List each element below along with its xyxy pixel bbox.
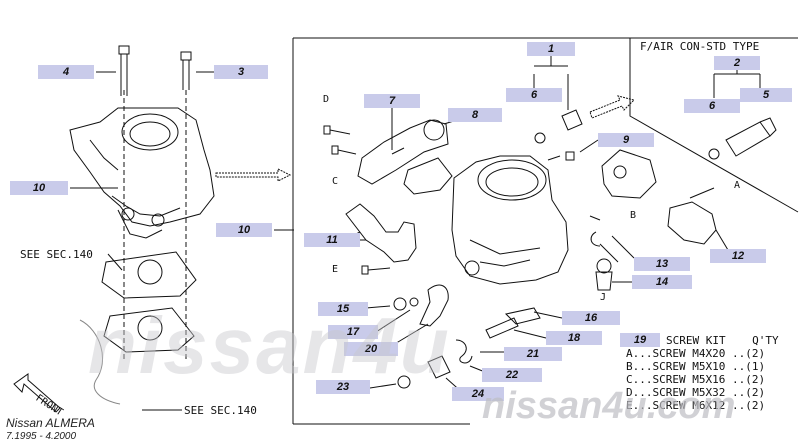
letter-b: B [630, 210, 637, 221]
callout-11: 11 [304, 233, 360, 247]
callout-24: 24 [452, 387, 504, 401]
rod-14-icon [595, 258, 613, 291]
callout-14: 14 [632, 275, 692, 289]
throttle-position-sensor-icon [357, 119, 449, 185]
bracket-11-icon [345, 203, 417, 263]
washer-17-icon [409, 297, 419, 307]
bolt-4-icon [118, 45, 130, 96]
gasket-8-icon [403, 157, 453, 195]
clip-13-icon [590, 231, 601, 247]
callout-12: 12 [710, 249, 766, 263]
rod-18-icon [485, 317, 519, 339]
callout-23: 23 [316, 380, 370, 394]
gasket-lower-icon [103, 307, 195, 353]
link-16-icon [504, 307, 541, 325]
screw-kit-row: C...SCREW M5X16 ..(2) [626, 373, 766, 386]
watermark-site: nissan4u.com [482, 385, 736, 427]
screw-c-icon [331, 145, 357, 155]
nut-23-icon [397, 375, 411, 389]
screw-kit-header: SCREW KIT Q'TY [666, 334, 779, 347]
callout-21: 21 [504, 347, 562, 361]
callout-3: 3 [214, 65, 268, 79]
callout-17: 17 [328, 325, 378, 339]
throttle-body-left-icon [69, 107, 215, 239]
valve-block-icon [601, 149, 657, 199]
callout-2: 2 [714, 56, 760, 70]
callout-18: 18 [546, 331, 602, 345]
screw-e-icon [361, 265, 391, 275]
callout-13: 13 [634, 257, 690, 271]
inset-title: F/AIR CON-STD TYPE [640, 40, 760, 53]
gasket-upper-icon [101, 251, 197, 299]
callout-6-main: 6 [506, 88, 562, 102]
washer-6-icon [534, 132, 546, 144]
screw-d-icon [323, 125, 351, 135]
callout-1: 1 [527, 42, 575, 56]
callout-20: 20 [344, 342, 398, 356]
callout-4: 4 [38, 65, 94, 79]
sensor-12-icon [667, 201, 717, 245]
see-section-lower: SEE SEC.140 [184, 404, 257, 417]
letter-j: J [600, 292, 607, 303]
footer-model: Nissan ALMERA [6, 416, 95, 430]
bolt-3-icon [180, 51, 192, 90]
idle-adjust-screw-inset-icon [725, 117, 777, 157]
throttle-body-main-icon [451, 155, 569, 285]
callout-10-main: 10 [216, 223, 272, 237]
callout-6-inset: 6 [684, 99, 740, 113]
see-section-upper: SEE SEC.140 [20, 248, 93, 261]
inset-frame [629, 38, 799, 213]
idle-screw-icon [561, 109, 583, 131]
front-arrow-icon [13, 373, 61, 413]
letter-a: A [734, 180, 741, 191]
screw-kit-row: A...SCREW M4X20 ..(2) [626, 347, 766, 360]
footer: Nissan ALMERA 7.1995 - 4.2000 [6, 416, 95, 444]
callout-10-left: 10 [10, 181, 68, 195]
watermark-main: nissan4u [88, 301, 451, 390]
callout-19: 19 [620, 333, 660, 347]
callout-16: 16 [562, 311, 620, 325]
footer-dates: 7.1995 - 4.2000 [6, 431, 77, 442]
callout-7: 7 [364, 94, 420, 108]
lever-24-icon [427, 355, 451, 379]
spring-22-icon [455, 339, 473, 364]
letter-e: E [332, 264, 339, 275]
callout-5: 5 [740, 88, 792, 102]
callout-22: 22 [482, 368, 542, 382]
washer-inset-icon [708, 148, 720, 160]
screw-kit-row: B...SCREW M5X10 ..(1) [626, 360, 766, 373]
screw-kit-row: D...SCREW M5X32 ..(2) [626, 386, 766, 399]
nut-15-icon [393, 297, 407, 311]
letter-c: C [332, 176, 339, 187]
callout-8: 8 [448, 108, 502, 122]
letter-d: D [323, 94, 330, 105]
screw-kit-row: E...SCREW M6X12 ..(2) [626, 399, 766, 412]
exploded-arrow-icon [215, 168, 292, 182]
screw-9-icon [547, 151, 575, 161]
callout-9: 9 [598, 133, 654, 147]
screw-kit-table: SCREW KIT Q'TY A...SCREW M4X20 ..(2) B..… [620, 334, 779, 412]
inset-arrow-icon [589, 95, 635, 119]
callout-15: 15 [318, 302, 368, 316]
cam-20-icon [419, 284, 449, 327]
